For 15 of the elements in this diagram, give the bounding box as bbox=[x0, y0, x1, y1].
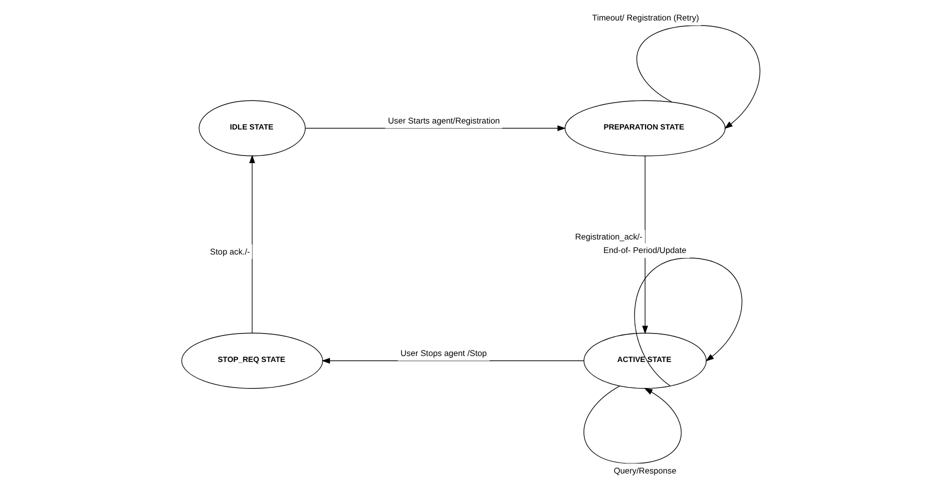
edge-label: End-of- Period/Update bbox=[603, 245, 686, 256]
arrow bbox=[642, 156, 648, 334]
node-ellipse: STOP_REQ STATE bbox=[181, 332, 323, 389]
edge-label: Registration_ack/- bbox=[575, 232, 642, 242]
node-ellipse: ACTIVE STATE bbox=[584, 332, 707, 389]
edge-label: User Starts agent/Registration bbox=[388, 115, 500, 126]
node-ellipse: PREPARATION STATE bbox=[564, 100, 726, 156]
edge-label: Stop ack./- bbox=[210, 246, 250, 256]
edge-label: User Stops agent /Stop bbox=[400, 348, 487, 358]
node-ellipse: IDLE STATE bbox=[198, 100, 306, 156]
arrow bbox=[305, 125, 566, 132]
arrow bbox=[249, 154, 256, 334]
edge-label: Query/Response bbox=[614, 465, 676, 476]
edge-label: Timeout/ Registration (Retry) bbox=[592, 12, 699, 23]
arrow bbox=[636, 25, 760, 129]
